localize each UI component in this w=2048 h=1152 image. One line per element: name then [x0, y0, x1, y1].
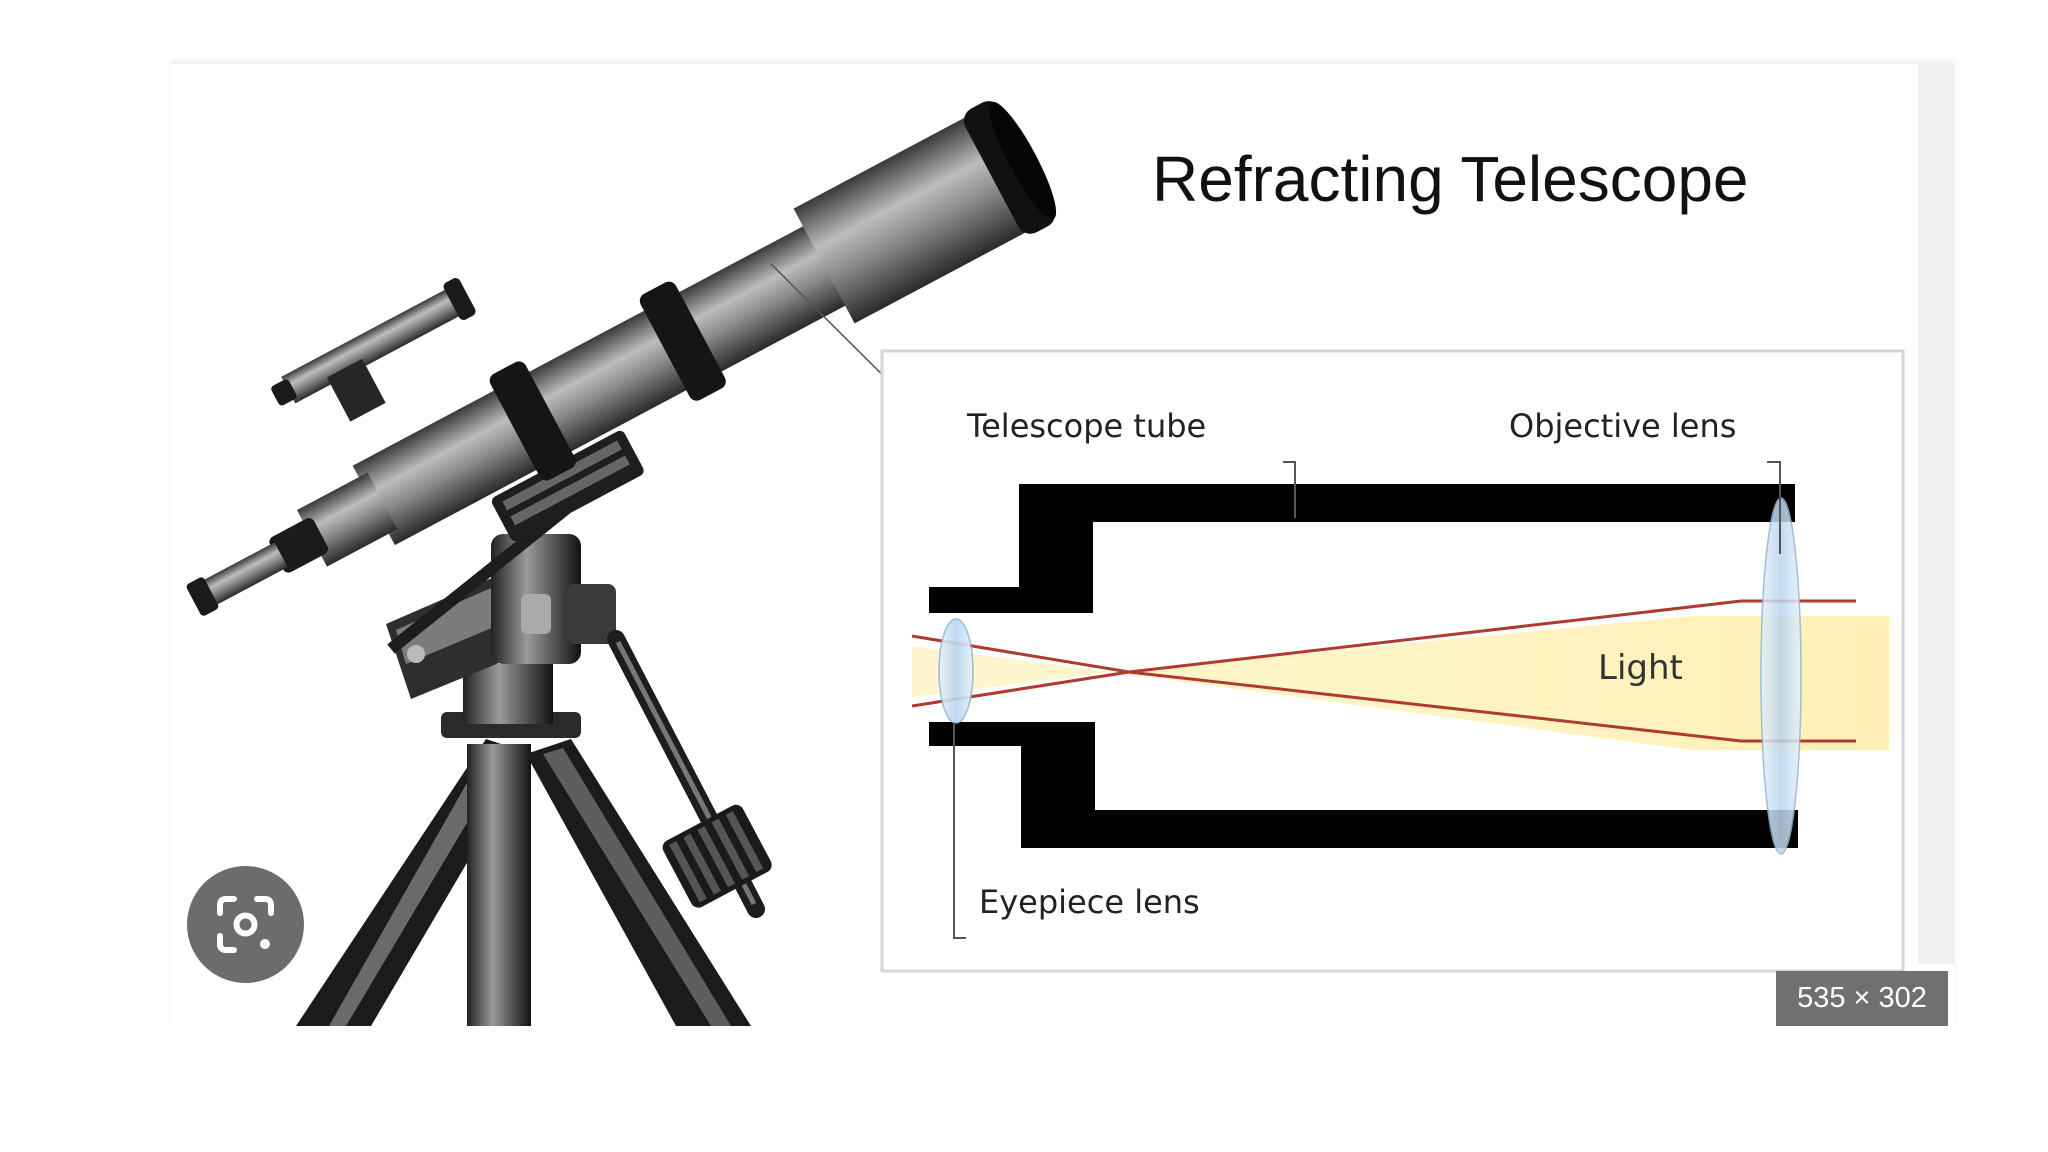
mount-base-face — [396, 588, 501, 664]
counterweight — [662, 804, 772, 908]
dovetail-clamp — [491, 430, 644, 542]
label-light: Light — [1598, 648, 1683, 688]
google-lens-icon — [217, 896, 274, 953]
slow-motion-rod — [387, 504, 570, 654]
telescope-tube-body — [186, 101, 1057, 616]
label-objective-lens: Objective lens — [1509, 407, 1737, 445]
mount-knob — [566, 584, 616, 644]
eyepiece-label-leader — [953, 724, 966, 939]
mount-screw — [407, 645, 425, 663]
google-lens-button[interactable] — [187, 866, 304, 983]
refracting-telescope-illustration — [186, 101, 1905, 1026]
image-preview[interactable]: Refracting Telescope Telescope tube Obje… — [171, 64, 1954, 1026]
label-eyepiece-lens: Eyepiece lens — [979, 883, 1200, 921]
scrollbar-track[interactable] — [1918, 64, 1954, 964]
eyepiece-lens-shape — [938, 618, 974, 724]
light-beam — [912, 616, 1889, 750]
diagram-title: Refracting Telescope — [1152, 143, 1749, 215]
telescope-drawing — [186, 101, 1057, 1026]
tripod-leg-center — [467, 744, 531, 1026]
label-telescope-tube: Telescope tube — [967, 407, 1207, 445]
tripod-leg-left-highlight — [329, 744, 511, 1026]
mount-clamp — [521, 594, 551, 634]
tube-label-leader — [1283, 461, 1296, 518]
tripod-column — [463, 664, 553, 724]
image-dimensions-badge: 535 × 302 — [1776, 971, 1948, 1026]
objective-label-leader — [1767, 461, 1781, 554]
diagram-tube — [929, 484, 1798, 848]
finder-scope — [271, 277, 476, 422]
tripod-leg-right-highlight — [543, 748, 731, 1026]
